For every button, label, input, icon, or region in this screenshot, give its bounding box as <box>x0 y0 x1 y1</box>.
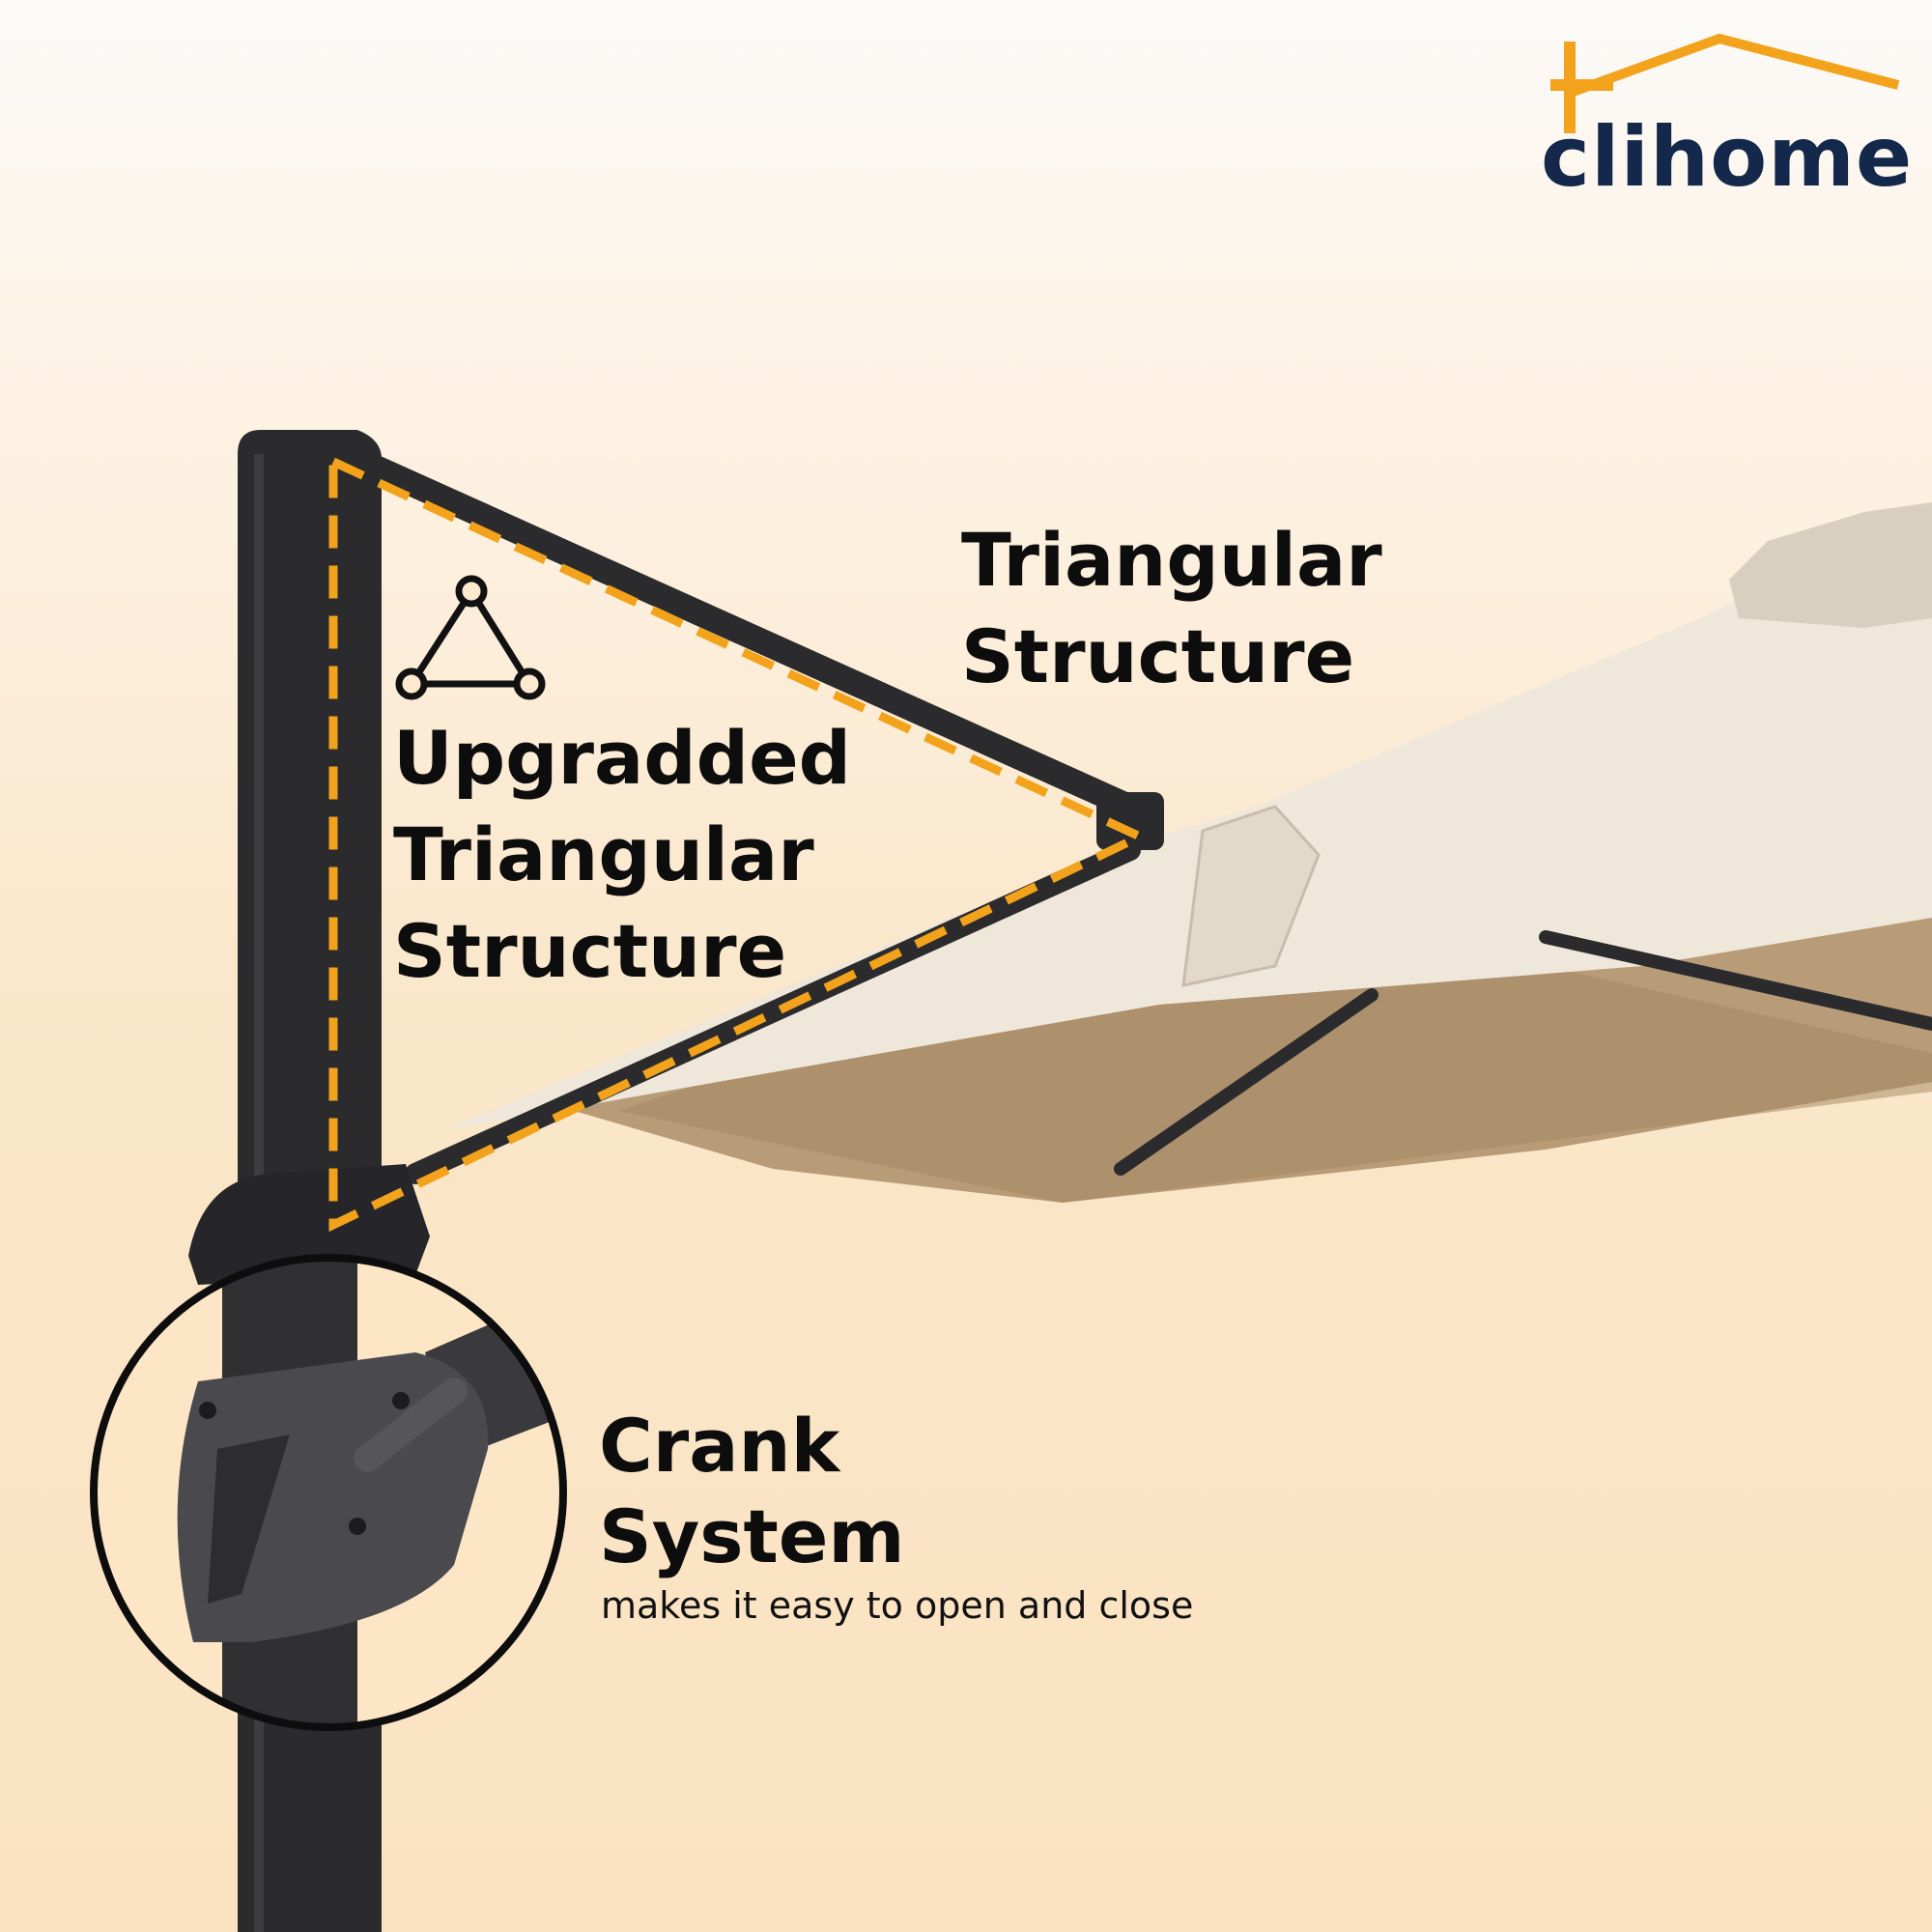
triangle-outline <box>328 454 1151 1233</box>
canopy-vent <box>1729 502 1932 628</box>
roof-icon <box>1550 33 1900 133</box>
canopy-rib <box>1539 930 1932 1031</box>
pole-collar <box>188 1164 430 1285</box>
upgraded-structure-label: Upgradded Triangular Structure <box>393 715 852 994</box>
canopy-rib <box>1114 988 1378 1176</box>
arm-joint <box>1096 792 1164 850</box>
canopy-flap <box>1181 805 1321 987</box>
brand-logo: clihome <box>1541 33 1927 206</box>
triangle-icon <box>395 575 546 700</box>
triangular-structure-label: Triangular Structure <box>961 517 1382 699</box>
brand-name: clihome <box>1541 109 1914 206</box>
support-arm-upper <box>355 451 1152 824</box>
support-arm-lower <box>405 839 1141 1184</box>
crank-caption: makes it easy to open and close <box>601 1584 1194 1627</box>
canopy-top <box>444 502 1932 1130</box>
crank-system-label: Crank System <box>599 1403 905 1579</box>
crank-zoom <box>90 1254 567 1731</box>
